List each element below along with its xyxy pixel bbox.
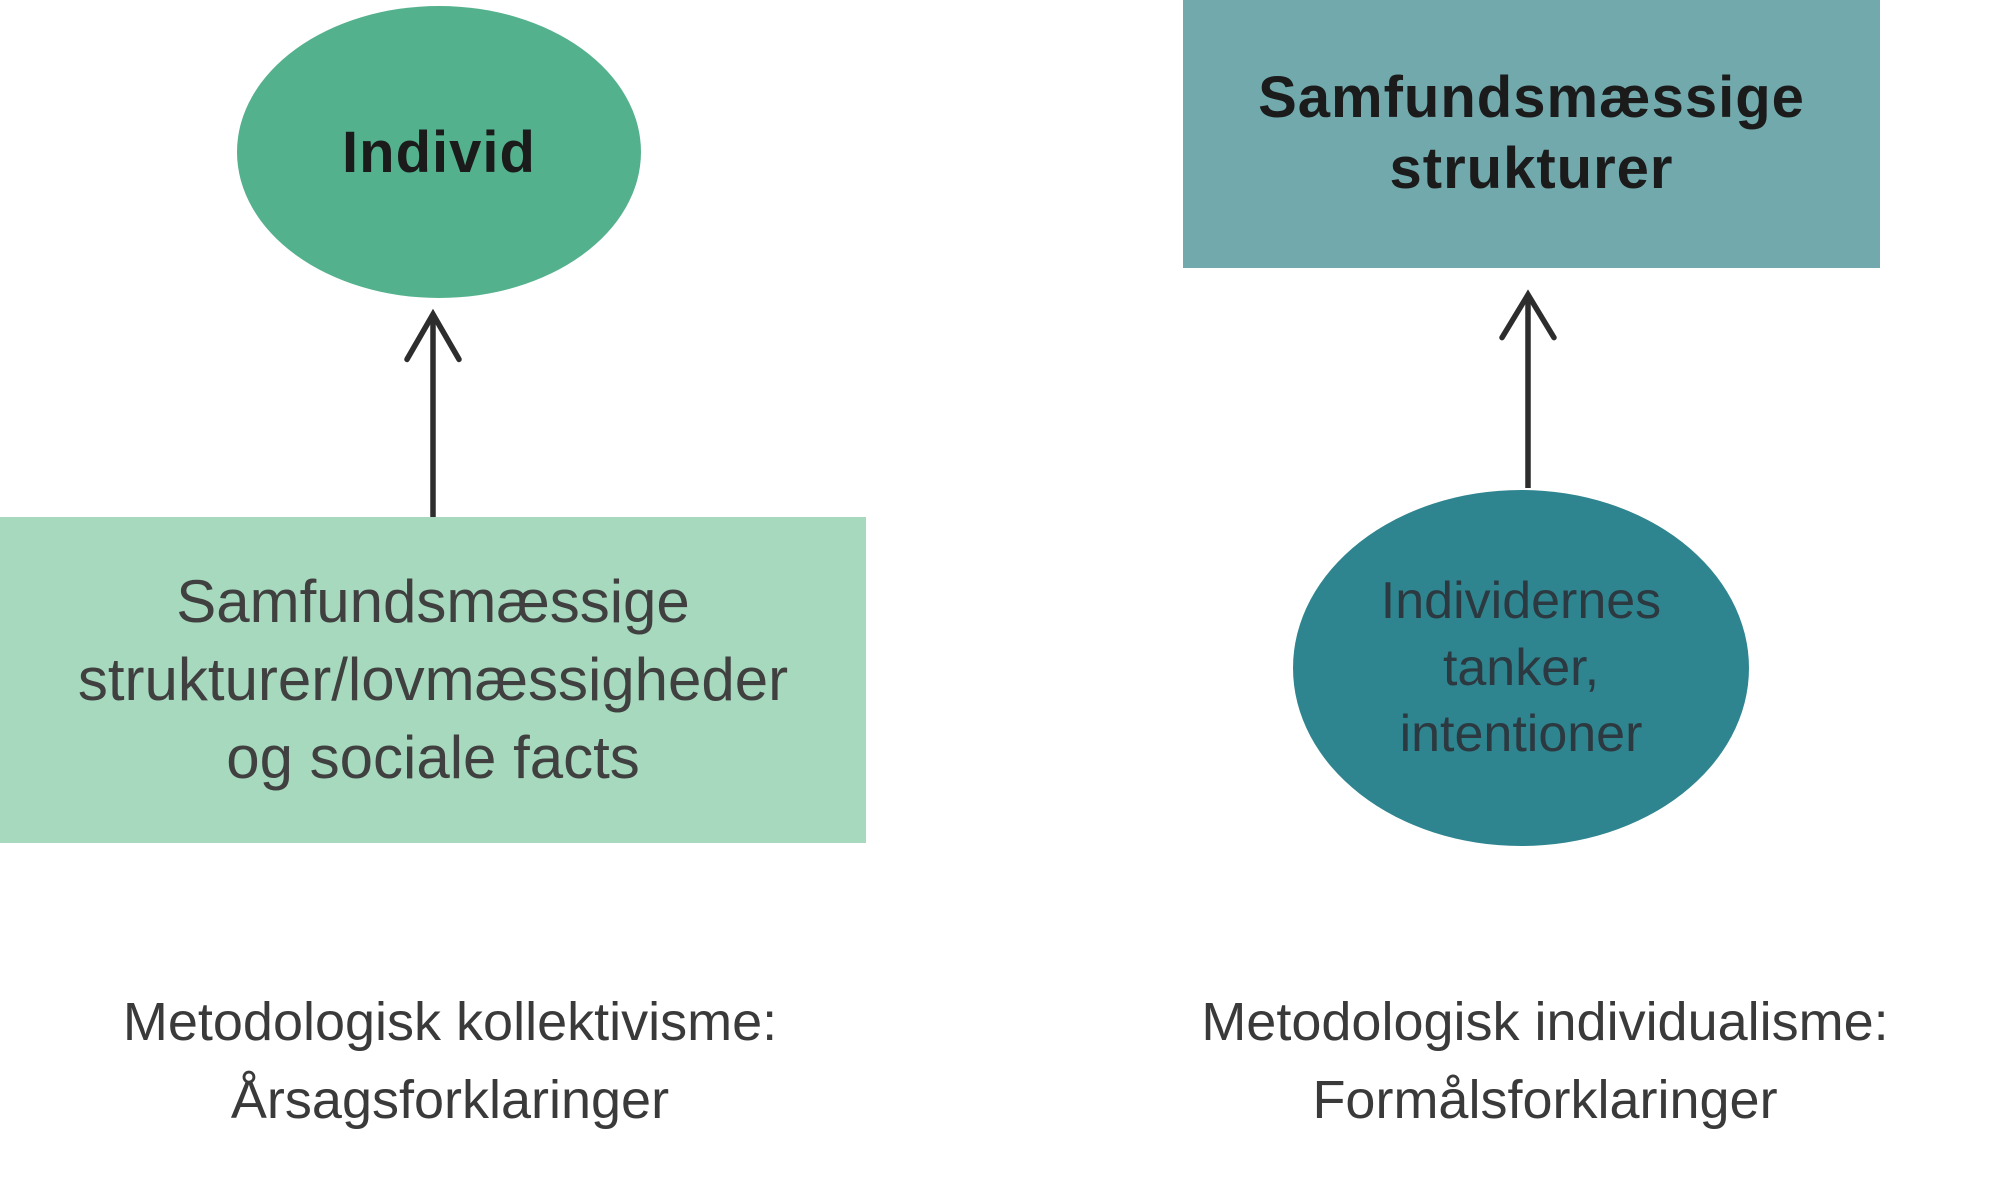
right-caption-line-2: Formålsforklaringer: [1312, 1069, 1778, 1130]
left-structures-box: Samfundsmæssige strukturer/lovmæssighede…: [0, 517, 866, 843]
right-box-line-2: strukturer: [1389, 136, 1674, 201]
left-box-line-3: og sociale facts: [226, 724, 640, 791]
right-box-label: Samfundsmæssige strukturer: [1258, 63, 1805, 205]
left-ellipse-label: Individ: [342, 119, 536, 185]
right-ellipse-line-2: tanker,: [1442, 638, 1600, 697]
right-structures-box: Samfundsmæssige strukturer: [1183, 0, 1880, 268]
left-caption-line-1: Metodologisk kollektivisme:: [122, 992, 778, 1052]
left-box-line-1: Samfundsmæssige: [176, 568, 690, 635]
right-individ-ellipse: Individernes tanker, intentioner: [1293, 490, 1749, 846]
left-caption: Metodologisk kollektivisme: Årsagsforkla…: [0, 984, 900, 1140]
right-ellipse-label: Individernes tanker, intentioner: [1381, 568, 1661, 768]
up-arrow-right-icon: [1488, 281, 1568, 488]
right-ellipse-line-1: Individernes: [1380, 572, 1662, 631]
left-caption-line-2: Årsagsforklaringer: [230, 1069, 670, 1130]
right-caption-line-1: Metodologisk individualisme:: [1201, 992, 1889, 1052]
left-box-label: Samfundsmæssige strukturer/lovmæssighede…: [78, 563, 788, 797]
left-individ-ellipse: Individ: [237, 6, 641, 298]
right-ellipse-line-3: intentioner: [1399, 705, 1643, 764]
right-box-line-1: Samfundsmæssige: [1258, 65, 1805, 131]
up-arrow-left-icon: [393, 300, 473, 517]
right-caption: Metodologisk individualisme: Formålsfork…: [1095, 984, 1995, 1140]
left-box-line-2: strukturer/lovmæssigheder: [77, 646, 789, 713]
